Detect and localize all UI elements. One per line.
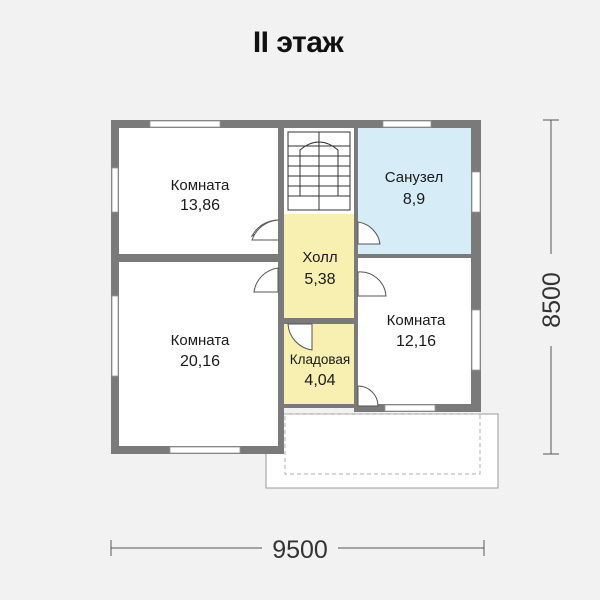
- room-1-area: 13,86: [180, 197, 220, 214]
- room-1-label: Комната: [171, 177, 230, 194]
- hall-label: Холл: [302, 249, 337, 266]
- floor-title: II этаж: [253, 26, 345, 59]
- bathroom-area: 8,9: [403, 191, 425, 208]
- storage-area: 4,04: [304, 372, 335, 389]
- hall-area: 5,38: [304, 271, 335, 288]
- width-dimension-line: [110, 540, 485, 556]
- room-2-area: 20,16: [180, 353, 220, 370]
- windows: [111, 120, 481, 454]
- doors: [250, 219, 387, 407]
- bathroom-fill: [358, 128, 471, 254]
- bathroom-label: Санузел: [385, 169, 443, 186]
- room-3-area: 12,16: [396, 333, 436, 350]
- room-3-label: Комната: [387, 312, 446, 329]
- hall-fill: [284, 214, 354, 318]
- room-fill-1: [119, 128, 278, 254]
- storage-label: Кладовая: [290, 352, 350, 367]
- balcony-railing: [284, 413, 481, 475]
- height-dimension-line: [543, 119, 559, 455]
- width-dimension: 9500: [272, 536, 328, 564]
- room-fill-2: [119, 262, 278, 446]
- height-dimension: 8500: [538, 272, 566, 328]
- balcony: [265, 413, 499, 489]
- staircase: [287, 131, 351, 211]
- room-2-label: Комната: [171, 332, 230, 349]
